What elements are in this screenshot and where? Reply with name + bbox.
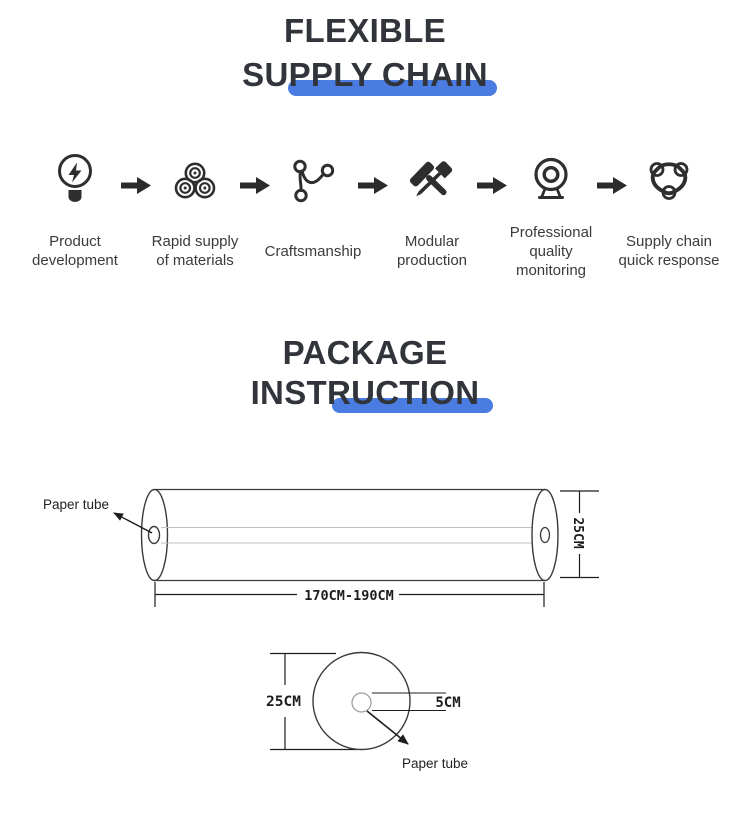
curve-branch-icon — [253, 150, 373, 212]
step-modular-production: Modular production — [372, 150, 492, 280]
supply-chain-title-line1: FLEXIBLE — [284, 12, 446, 49]
paper-tube-callout: Paper tube — [366, 710, 468, 771]
step-label: Rapid supply of materials — [151, 233, 239, 269]
cylinder-outline — [140, 488, 559, 582]
step-quick-response: Supply chain quick response — [609, 150, 729, 280]
step-label: Supply chain quick response — [618, 233, 720, 269]
core-hole-outline — [351, 692, 372, 713]
roll-side-view-diagram: Paper tube 25CM 170CM-190CM — [43, 488, 599, 607]
step-quality-monitoring: Professional quality monitoring — [491, 150, 611, 280]
step-craftsmanship: Craftsmanship — [253, 150, 373, 280]
title-highlight-bar — [332, 398, 493, 413]
supply-chain-title-line2: SUPPLY CHAIN — [242, 56, 488, 93]
step-product-development: Product development — [15, 150, 135, 280]
hammer-screwdriver-icon — [372, 150, 492, 212]
length-dimension-label: 170CM-190CM — [304, 588, 393, 604]
diameter-dimension: 25CM — [266, 652, 357, 751]
title-highlight-bar — [288, 80, 497, 96]
right-arrow-icon — [477, 177, 507, 194]
length-dimension: 170CM-190CM — [154, 582, 545, 607]
diameter-dimension: 25CM — [560, 490, 599, 579]
network-cycle-icon — [609, 150, 729, 212]
material-rolls-icon — [135, 150, 255, 212]
right-arrow-icon — [358, 177, 388, 194]
step-label: Modular production — [396, 233, 468, 269]
paper-tube-label: Paper tube — [43, 497, 109, 512]
diameter-dimension-label: 25CM — [570, 517, 585, 548]
package-title-line1: PACKAGE — [282, 334, 448, 371]
right-arrow-icon — [597, 177, 627, 194]
step-label: Craftsmanship — [264, 242, 362, 260]
paper-tube-callout: Paper tube — [43, 497, 153, 534]
step-label: Product development — [32, 233, 118, 269]
lightbulb-icon — [15, 150, 135, 212]
paper-tube-label: Paper tube — [402, 756, 468, 771]
roll-end-view-diagram: 25CM 5CM Paper tube — [266, 651, 468, 771]
core-dimension-label: 5CM — [435, 695, 460, 711]
diameter-dimension-label: 25CM — [266, 694, 301, 710]
core-dimension: 5CM — [372, 692, 461, 712]
right-arrow-icon — [240, 177, 270, 194]
step-label: Professional quality monitoring — [509, 223, 593, 279]
step-rapid-supply: Rapid supply of materials — [135, 150, 255, 280]
right-arrow-icon — [121, 177, 151, 194]
webcam-icon — [491, 150, 611, 212]
package-title-line2: INSTRUCTION — [250, 374, 480, 411]
